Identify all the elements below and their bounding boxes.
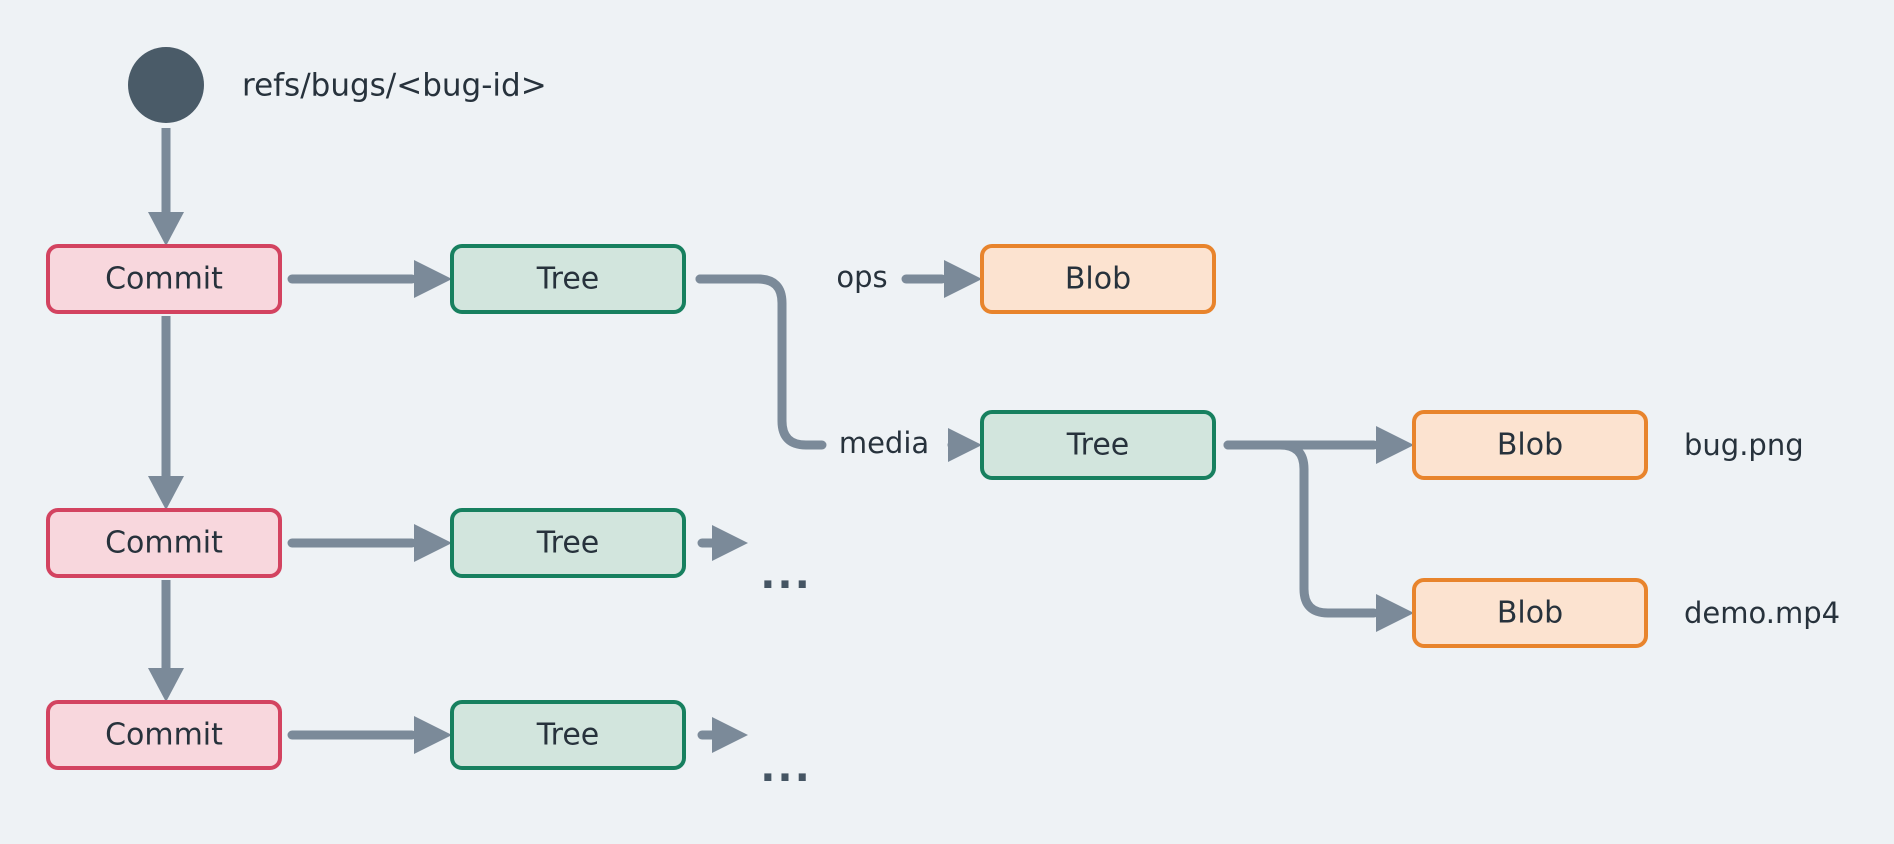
- node-box-blob: [1412, 578, 1648, 648]
- arrow-head-icon: [1376, 426, 1414, 464]
- side-label-bug-png: bug.png: [1684, 428, 1804, 462]
- node-label-blob-png: Blob: [1497, 428, 1563, 463]
- edge-tree-2-to-ellipsis: [697, 525, 748, 561]
- node-commit-2[interactable]: Commit: [46, 508, 282, 578]
- arrow-head-icon: [148, 668, 184, 702]
- edge-tree-3-to-ellipsis: [697, 717, 748, 753]
- arrow-head-icon: [712, 525, 748, 561]
- node-box-tree: [450, 244, 686, 314]
- ellipsis-tree-2: ...: [760, 552, 812, 598]
- arrow-head-icon: [414, 260, 452, 298]
- node-label-blob-mp4: Blob: [1497, 596, 1563, 631]
- node-box-blob: [1412, 410, 1648, 480]
- arrow-head-icon: [414, 524, 452, 562]
- node-box-tree: [450, 700, 686, 770]
- node-tree-3[interactable]: Tree: [450, 700, 686, 770]
- edge-tree-media-fanout: [1223, 426, 1414, 632]
- branch-head-dot[interactable]: [128, 47, 204, 123]
- edge-commit-1-to-commit-2: [148, 316, 184, 510]
- arrow-head-icon: [1376, 594, 1414, 632]
- node-label-commit-1: Commit: [105, 262, 223, 297]
- node-commit-3[interactable]: Commit: [46, 700, 282, 770]
- node-box-blob: [980, 244, 1216, 314]
- node-label-tree-2: Tree: [536, 526, 600, 561]
- ellipsis-tree-3: ...: [760, 745, 812, 791]
- node-tree-media[interactable]: Tree: [980, 410, 1216, 480]
- edge-tree-1-to-tree-media: [947, 428, 982, 462]
- labels-layer: ops media bug.png demo.mp4......: [760, 260, 1840, 791]
- edge-commit-2-to-commit-3: [148, 580, 184, 702]
- node-blob-mp4[interactable]: Blob: [1412, 578, 1648, 648]
- edge-tree-1-fanout: [695, 274, 827, 450]
- arrow-head-icon: [712, 717, 748, 753]
- arrow-head-icon: [148, 212, 184, 246]
- edge-head-to-commit-1: [148, 128, 184, 246]
- arrow-head-icon: [414, 716, 452, 754]
- edge-label-media: media: [839, 426, 929, 460]
- node-commit-1[interactable]: Commit: [46, 244, 282, 314]
- node-label-tree-1: Tree: [536, 262, 600, 297]
- arrow-head-icon: [148, 476, 184, 510]
- node-box-commit: [46, 508, 282, 578]
- edge-tree-1-to-blob-ops: [901, 260, 982, 298]
- node-tree-2[interactable]: Tree: [450, 508, 686, 578]
- arrow-head-icon: [944, 260, 982, 298]
- node-blob-ops[interactable]: Blob: [980, 244, 1216, 314]
- arrow-head-icon: [948, 428, 982, 462]
- node-label-tree-3: Tree: [536, 718, 600, 753]
- edge-commit-1-to-tree-1: [287, 260, 452, 298]
- node-tree-1[interactable]: Tree: [450, 244, 686, 314]
- edge-commit-3-to-tree-3: [287, 716, 452, 754]
- node-blob-png[interactable]: Blob: [1412, 410, 1648, 480]
- node-box-tree: [980, 410, 1216, 480]
- node-label-blob-ops: Blob: [1065, 262, 1131, 297]
- side-label-demo-mp4: demo.mp4: [1684, 596, 1840, 630]
- edge-commit-2-to-tree-2: [287, 524, 452, 562]
- node-box-commit: [46, 700, 282, 770]
- node-label-commit-2: Commit: [105, 526, 223, 561]
- ref-label: refs/bugs/<bug-id>: [242, 68, 547, 104]
- node-box-tree: [450, 508, 686, 578]
- node-label-tree-media: Tree: [1066, 428, 1130, 463]
- node-label-commit-3: Commit: [105, 718, 223, 753]
- edge-label-ops: ops: [836, 260, 887, 294]
- node-box-commit: [46, 244, 282, 314]
